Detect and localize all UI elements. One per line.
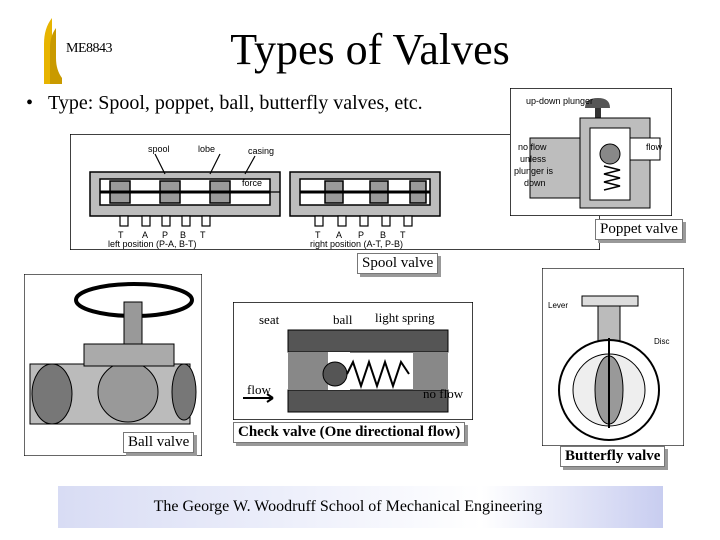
ball-valve-diagram	[24, 274, 202, 456]
svg-text:no flow: no flow	[518, 142, 547, 152]
svg-text:T: T	[315, 230, 321, 240]
bullet-item: • Type: Spool, poppet, ball, butterfly va…	[26, 92, 423, 115]
check-valve-diagram: seat ball light spring flow no flow	[233, 302, 473, 420]
ball-label: ball	[333, 312, 353, 327]
poppet-valve-diagram: up-down plunger no flow unless plunger i…	[510, 88, 672, 216]
left-position-label: left position (P-A, B-T)	[108, 239, 197, 249]
right-position-label: right position (A-T, P-B)	[310, 239, 403, 249]
svg-text:T: T	[118, 230, 124, 240]
svg-text:B: B	[180, 230, 186, 240]
casing-label: casing	[248, 146, 274, 156]
footer-text: The George W. Woodruff School of Mechani…	[153, 498, 543, 515]
bullet-dot-icon: •	[26, 92, 34, 114]
spool-valve-caption: Spool valve	[357, 253, 439, 274]
bullet-text: Type: Spool, poppet, ball, butterfly val…	[48, 92, 423, 114]
lever-label: Lever	[548, 301, 568, 310]
footer-banner	[58, 486, 663, 528]
lobe-label: lobe	[198, 144, 215, 154]
svg-text:T: T	[400, 230, 406, 240]
seat-label: seat	[259, 312, 280, 327]
svg-text:down: down	[524, 178, 546, 188]
svg-text:T: T	[200, 230, 206, 240]
flow-label: flow	[646, 142, 663, 152]
light-spring-label: light spring	[375, 310, 435, 325]
svg-text:B: B	[380, 230, 386, 240]
svg-text:P: P	[358, 230, 364, 240]
check-valve-caption: Check valve (One directional flow)	[233, 422, 466, 443]
no-flow-label: no flow	[423, 386, 464, 401]
page-title: Types of Valves	[230, 25, 510, 74]
gatech-logo	[44, 18, 62, 84]
svg-text:A: A	[336, 230, 342, 240]
butterfly-valve-diagram: Lever Disc	[542, 268, 684, 446]
svg-text:P: P	[162, 230, 168, 240]
flow-label: flow	[247, 382, 271, 397]
poppet-valve-caption: Poppet valve	[595, 219, 683, 240]
plunger-label: up-down plunger	[526, 96, 593, 106]
svg-text:A: A	[142, 230, 148, 240]
svg-text:plunger is: plunger is	[514, 166, 554, 176]
butterfly-valve-caption: Butterfly valve	[560, 446, 666, 467]
disc-label: Disc	[654, 337, 670, 346]
force-label: force	[242, 178, 262, 188]
course-code: ME8843	[66, 41, 113, 56]
ball-valve-caption: Ball valve	[123, 432, 195, 453]
svg-text:unless: unless	[520, 154, 547, 164]
spool-label: spool	[148, 144, 170, 154]
